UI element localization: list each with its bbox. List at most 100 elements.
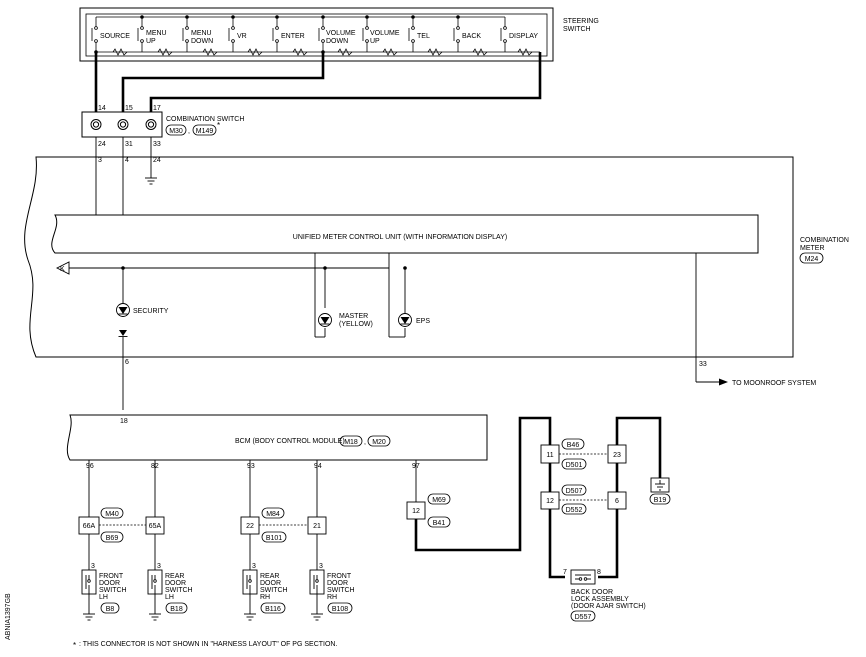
c5-right-pin: 6 [615, 498, 619, 505]
comb-conn-m149: M149 [196, 128, 214, 135]
bcm-pin-96: 96 [86, 463, 94, 470]
comb-conn-asterisk: * [217, 121, 220, 130]
door-sw-3-pin: 3 [252, 563, 256, 570]
rear-door-switch-lh: 3 REAR DOOR SWITCH LH B18 [147, 563, 193, 621]
combination-meter: COMBINATION METER M24 3 4 24 UNIFIED MET… [24, 137, 849, 410]
meter-pin-33: 33 [699, 361, 707, 368]
diode-icon [118, 330, 128, 337]
comb-pin-31: 31 [125, 141, 133, 148]
sw-source-label: SOURCE [100, 33, 130, 40]
c4-left-pin: 11 [546, 452, 553, 459]
security-label: SECURITY [133, 308, 169, 315]
door-sw-3-line-3: SWITCH [260, 587, 288, 594]
master-label-1: MASTER [339, 313, 368, 320]
sw-menu-down-label-1: MENU [191, 30, 212, 37]
meter-pin-6: 6 [125, 359, 129, 366]
connector-m84-b101: 22 21 M84 B101 [240, 507, 327, 543]
connector-m40-b69: 66A 65A M40 B69 [78, 507, 165, 543]
door-sw-3-line-1: REAR [260, 573, 279, 580]
sw-back-label: BACK [462, 33, 481, 40]
bcm-pin-94: 94 [314, 463, 322, 470]
bcm-conn-m18: M18 [344, 439, 358, 446]
eps-led-icon [398, 313, 412, 327]
eps-label: EPS [416, 318, 430, 325]
c2-bottom-conn: B101 [266, 535, 282, 542]
c3-bottom-conn: B41 [433, 520, 446, 527]
comb-conn-m30: M30 [169, 128, 183, 135]
door-sw-1-line-2: DOOR [99, 580, 120, 587]
door-sw-1-line-3: SWITCH [99, 587, 127, 594]
steering-thick-wires [94, 52, 542, 112]
comb-pin-14: 14 [98, 105, 106, 112]
steering-switch-title-2: SWITCH [563, 26, 591, 33]
door-sw-3-conn: B116 [265, 606, 281, 613]
back-door-lock-assembly: 7 8 BACK DOOR LOCK ASSEMBLY (DOOR AJAR S… [563, 569, 646, 622]
steering-switch: STEERING SWITCH [79, 7, 599, 62]
c4-bottom-conn: D501 [566, 462, 583, 469]
bcm-conn-sep: , [364, 439, 366, 446]
c1-left-pin: 66A [83, 523, 96, 530]
c2-top-conn: M84 [266, 511, 280, 518]
door-sw-4-line-3: SWITCH [327, 587, 355, 594]
connector-b46-d501: 11 23 B46 D501 [540, 438, 627, 470]
door-sw-1-line-1: FRONT [99, 573, 124, 580]
connector-d507-d552: 12 6 D507 D552 [540, 484, 627, 515]
ground-b19-icon [650, 477, 670, 493]
master-label-2: (YELLOW) [339, 321, 373, 328]
side-code: ABNIA1397GB [5, 593, 12, 640]
master-led-icon [318, 313, 332, 327]
c2-left-pin: 22 [246, 523, 254, 530]
combination-switch: 14 15 17 24 31 33 COMBINATION SWITCH M30… [81, 105, 244, 148]
comb-pin-33: 33 [153, 141, 161, 148]
unified-meter-label: UNIFIED METER CONTROL UNIT (WITH INFORMA… [293, 234, 507, 241]
door-sw-3-line-2: DOOR [260, 580, 281, 587]
c5-bottom-conn: D552 [566, 507, 583, 514]
bcm-label: BCM (BODY CONTROL MODULE) [235, 438, 345, 445]
sw-enter-label: ENTER [281, 33, 305, 40]
c1-bottom-conn: B69 [106, 535, 119, 542]
comb-meter-title-2: METER [800, 245, 825, 252]
door-sw-4-pin: 3 [319, 563, 323, 570]
c1-top-conn: M40 [105, 511, 119, 518]
door-sw-2-line-2: DOOR [165, 580, 186, 587]
back-door-line-3: (DOOR AJAR SWITCH) [571, 603, 646, 610]
door-switch-wires [88, 460, 417, 570]
door-sw-2-conn: B18 [170, 606, 183, 613]
comb-switch-title: COMBINATION SWITCH [166, 116, 244, 123]
back-door-conn: D557 [575, 614, 592, 621]
sw-volume-down-label-2: DOWN [326, 38, 348, 45]
meter-pin-4: 4 [125, 157, 129, 164]
comb-pin-15: 15 [125, 105, 133, 112]
door-sw-2-line-1: REAR [165, 573, 184, 580]
bcm: 18 BCM (BODY CONTROL MODULE) M18 , M20 9… [66, 414, 488, 470]
c4-top-conn: B46 [567, 442, 580, 449]
door-sw-4-conn: B108 [332, 606, 348, 613]
door-sw-4-line-2: DOOR [327, 580, 348, 587]
back-door-line-2: LOCK ASSEMBLY [571, 596, 629, 603]
door-sw-2-line-3: SWITCH [165, 587, 193, 594]
rear-door-switch-rh: 3 REAR DOOR SWITCH RH B116 [242, 563, 288, 621]
c4-right-pin: 23 [613, 452, 621, 459]
back-door-pin-8: 8 [597, 569, 601, 576]
c5-left-pin: 12 [546, 498, 554, 505]
sw-vr-label: VR [237, 33, 247, 40]
security-led-icon [116, 303, 130, 317]
front-door-switch-lh: 3 FRONT DOOR SWITCH LH B8 [81, 563, 127, 621]
comb-meter-conn: M24 [805, 256, 819, 263]
comb-conn-sep: , [188, 128, 190, 135]
sw-menu-up-label-2: UP [146, 38, 156, 45]
c1-right-pin: 65A [149, 523, 162, 530]
connector-m69-b41: 12 M69 B41 [406, 493, 451, 528]
back-door-thick-wires [414, 416, 662, 579]
door-sw-1-pin: 3 [91, 563, 95, 570]
front-door-switch-rh: 3 FRONT DOOR SWITCH RH B108 [309, 563, 355, 621]
back-door-pin-7: 7 [563, 569, 567, 576]
c2-right-pin: 21 [313, 523, 321, 530]
sw-menu-down-label-2: DOWN [191, 38, 213, 45]
bcm-pin-18: 18 [120, 418, 128, 425]
ground-icon [145, 177, 157, 185]
footnote-asterisk: * [73, 641, 76, 650]
door-sw-1-line-4: LH [99, 594, 108, 601]
sw-volume-up-label-2: UP [370, 38, 380, 45]
footnote-text: : THIS CONNECTOR IS NOT SHOWN IN "HARNES… [79, 641, 337, 648]
